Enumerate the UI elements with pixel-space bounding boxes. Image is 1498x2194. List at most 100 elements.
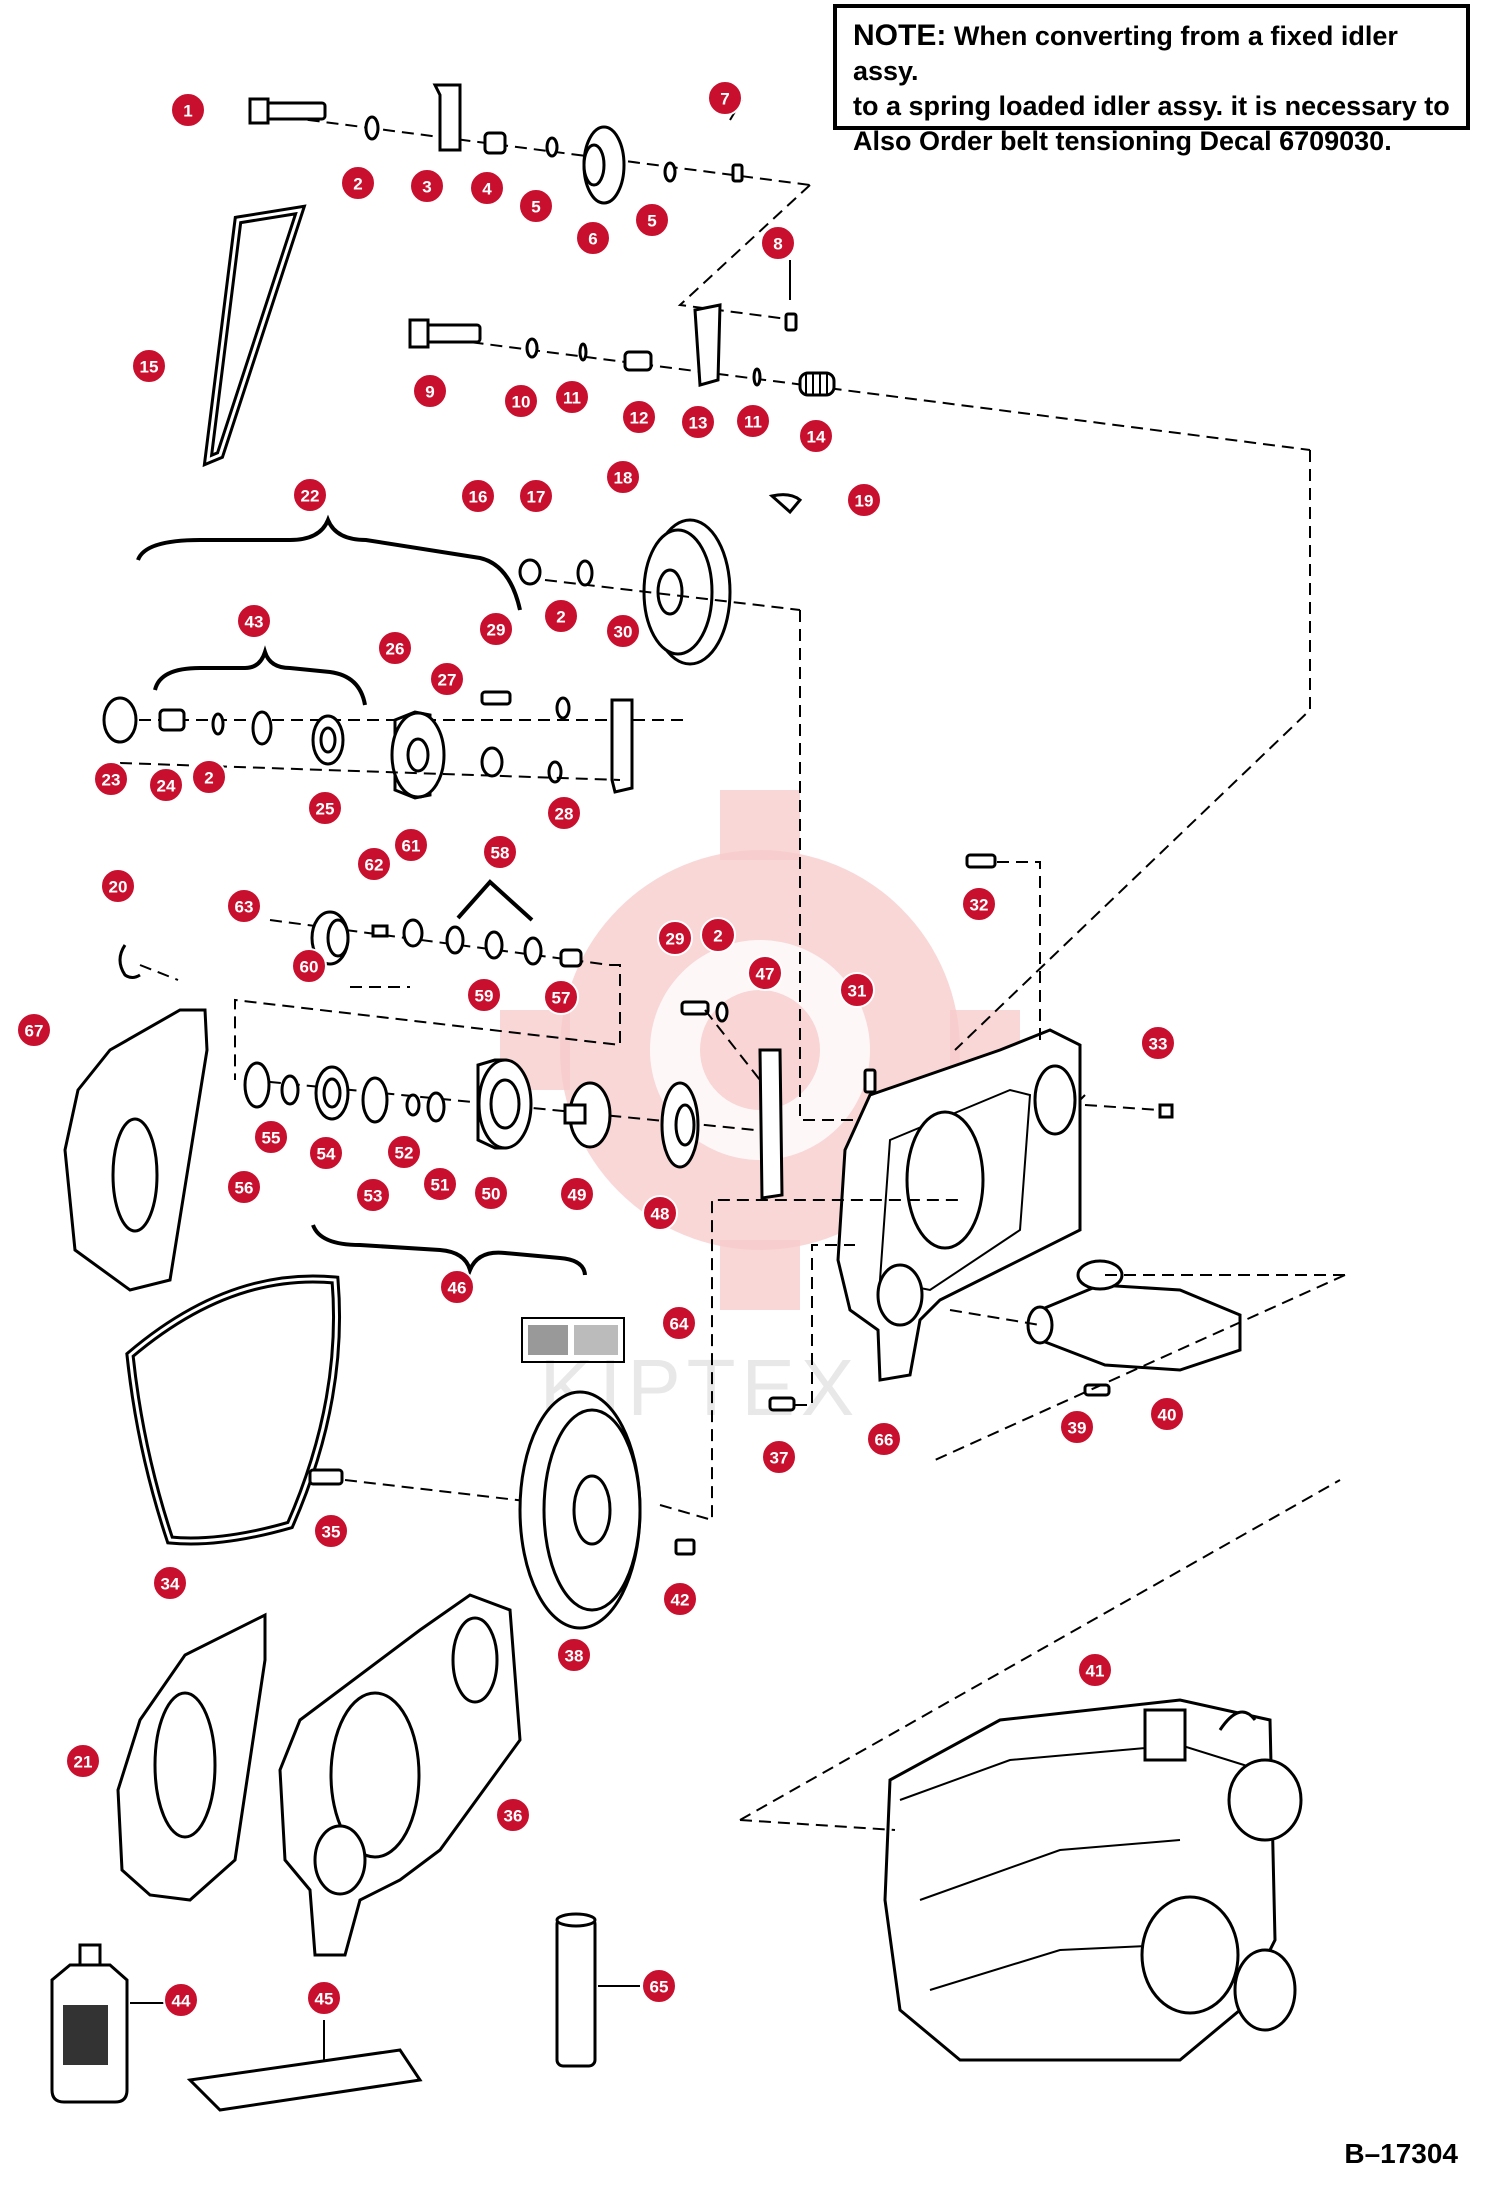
ring-11b <box>752 367 762 387</box>
callout-number: 2 <box>204 769 213 788</box>
washer-5b <box>663 161 677 183</box>
callout-number: 36 <box>504 1807 523 1826</box>
callout-marker <box>495 1797 531 1833</box>
spacer-12 <box>623 350 653 372</box>
callout-marker <box>313 1513 349 1549</box>
plate-30 <box>610 698 634 794</box>
decal-64 <box>521 1317 625 1363</box>
flywheel-38-hub <box>572 1474 612 1546</box>
engine-41-filter <box>1140 1895 1240 2015</box>
callout-22: 22 <box>292 477 328 513</box>
callout-marker <box>236 603 272 639</box>
callout-marker <box>340 165 376 201</box>
pulley-assembly-18 <box>518 493 940 1121</box>
callout-marker <box>473 1175 509 1211</box>
callout-marker <box>866 1421 902 1457</box>
callout-marker <box>554 379 590 415</box>
callout-marker <box>846 482 882 518</box>
callout-39: 39 <box>1059 1409 1095 1445</box>
callout-54: 54 <box>308 1135 344 1171</box>
callout-marker <box>466 977 502 1013</box>
callout-7: 7 <box>707 80 743 116</box>
callout-31: 31 <box>839 972 875 1008</box>
starter-40-body <box>1038 1283 1242 1372</box>
bolt-31 <box>863 1068 877 1094</box>
callout-marker <box>605 613 641 649</box>
callout-number: 2 <box>713 927 722 946</box>
callout-number: 30 <box>614 623 633 642</box>
callout-29: 29 <box>657 920 693 956</box>
callout-9: 9 <box>412 373 448 409</box>
callout-marker <box>543 979 579 1015</box>
callout-marker <box>226 1169 262 1205</box>
callout-11: 11 <box>735 403 771 439</box>
callout-number: 61 <box>402 837 421 856</box>
callout-marker <box>93 761 129 797</box>
callout-19: 19 <box>846 482 882 518</box>
callout-number: 3 <box>422 178 431 197</box>
callout-marker <box>170 92 206 128</box>
ring-53 <box>361 1076 389 1124</box>
callout-number: 33 <box>1149 1035 1168 1054</box>
shaft-assembly-46 <box>243 1058 756 1277</box>
washer-61 <box>402 918 424 948</box>
callout-marker <box>460 478 496 514</box>
bolt-35 <box>308 1468 344 1486</box>
callout-number: 20 <box>109 878 128 897</box>
bolt-32 <box>965 853 997 869</box>
callout-number: 55 <box>262 1129 281 1148</box>
callout-number: 11 <box>744 413 762 432</box>
callout-marker <box>961 886 997 922</box>
callout-55: 55 <box>253 1119 289 1155</box>
nut-7 <box>731 163 744 183</box>
callout-number: 59 <box>475 987 494 1006</box>
callout-21: 21 <box>65 1743 101 1779</box>
callout-number: 4 <box>482 180 492 199</box>
callout-number: 15 <box>140 358 159 377</box>
callout-marker <box>65 1743 101 1779</box>
callout-36: 36 <box>495 1797 531 1833</box>
callout-5: 5 <box>518 188 554 224</box>
callout-number: 29 <box>487 621 506 640</box>
callout-52: 52 <box>386 1134 422 1170</box>
callout-marker <box>680 404 716 440</box>
callout-number: 58 <box>491 844 510 863</box>
oil-bottle-44 <box>50 1943 165 2104</box>
idler-assembly-row-1 <box>248 83 811 205</box>
washer-10 <box>525 337 539 359</box>
callout-33: 33 <box>1140 1025 1176 1061</box>
callout-number: 2 <box>353 175 362 194</box>
callout-marker <box>439 1269 475 1305</box>
gear-assembly-58-63 <box>118 879 621 1080</box>
starter-40 <box>949 1259 1242 1397</box>
bolt-29b <box>680 1000 710 1016</box>
callout-number: 1 <box>183 102 192 121</box>
callout-marker <box>152 1565 188 1601</box>
callout-number: 54 <box>317 1145 336 1164</box>
callout-marker <box>412 373 448 409</box>
arm-13 <box>693 303 722 387</box>
callout-marker <box>226 888 262 924</box>
callout-11: 11 <box>554 379 590 415</box>
ring-58a <box>445 925 465 955</box>
bolt-24 <box>158 708 186 732</box>
callout-number: 13 <box>689 414 708 433</box>
washer-5a <box>545 136 559 158</box>
callout-34: 34 <box>152 1565 188 1601</box>
brace-43 <box>153 645 367 706</box>
callout-44: 44 <box>163 1982 199 2018</box>
callout-66: 66 <box>866 1421 902 1457</box>
note-line-2: to a spring loaded idler assy. it is nec… <box>853 91 1450 121</box>
callout-number: 43 <box>245 613 264 632</box>
callout-13: 13 <box>680 404 716 440</box>
callout-number: 50 <box>482 1185 501 1204</box>
callout-marker <box>518 478 554 514</box>
note-label: NOTE: <box>853 19 947 52</box>
cylinder-65 <box>555 1916 597 2068</box>
callout-number: 44 <box>172 1992 191 2011</box>
ring-11a <box>578 342 588 362</box>
callout-number: 35 <box>322 1523 341 1542</box>
callout-number: 45 <box>315 1990 334 2009</box>
callout-marker <box>148 767 184 803</box>
